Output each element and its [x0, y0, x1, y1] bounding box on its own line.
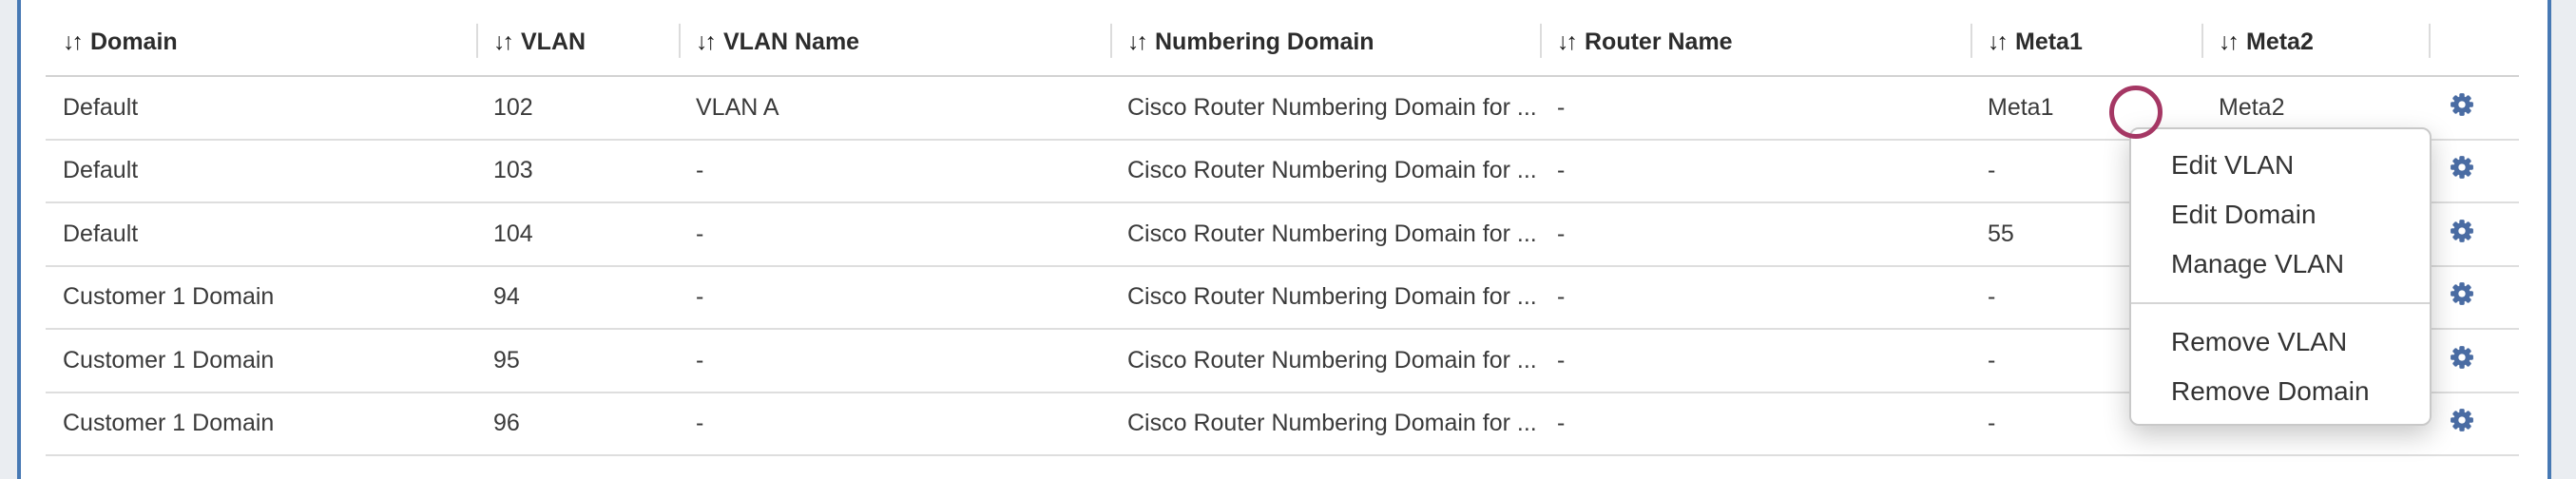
- column-label: VLAN: [521, 29, 586, 55]
- cell-vlan-name: -: [679, 202, 1110, 267]
- menu-divider: [2131, 302, 2430, 304]
- column-label: VLAN Name: [723, 29, 860, 55]
- sort-icon: ↓↑: [696, 29, 717, 55]
- sort-icon: ↓↑: [493, 29, 514, 55]
- gear-icon: [2451, 156, 2473, 180]
- cell-vlan: 104: [476, 202, 679, 267]
- column-header-domain[interactable]: ↓↑Domain: [46, 0, 476, 77]
- cell-numbering-domain: Cisco Router Numbering Domain for ...: [1110, 139, 1540, 203]
- row-actions-gear-button[interactable]: [2450, 408, 2474, 432]
- column-header-vlan[interactable]: ↓↑ VLAN: [476, 0, 679, 77]
- click-annotation-circle: [2109, 86, 2163, 139]
- column-label: Meta2: [2246, 29, 2314, 55]
- cell-vlan: 94: [476, 265, 679, 330]
- cell-numbering-domain: Cisco Router Numbering Domain for ...: [1110, 265, 1540, 330]
- table-row: Customer 1 Domain 96 - Cisco Router Numb…: [46, 392, 2519, 456]
- sort-icon: ↓↑: [1988, 29, 2009, 55]
- column-header-vlan-name[interactable]: ↓↑VLAN Name: [679, 0, 1110, 77]
- gear-icon: [2451, 92, 2473, 116]
- column-label: Router Name: [1585, 29, 1733, 55]
- gear-icon: [2451, 219, 2473, 242]
- cell-domain: Customer 1 Domain: [46, 265, 476, 330]
- row-actions-gear-button[interactable]: [2450, 281, 2474, 306]
- cell-router-name: -: [1540, 202, 1970, 267]
- sort-icon: ↓↑: [1127, 29, 1148, 55]
- sort-icon: ↓↑: [63, 29, 84, 55]
- column-header-numbering-domain[interactable]: ↓↑ Numbering Domain: [1110, 0, 1540, 77]
- column-label: Numbering Domain: [1155, 29, 1375, 55]
- column-header-meta2[interactable]: ↓↑Meta2: [2201, 0, 2429, 77]
- gear-icon: [2451, 409, 2473, 432]
- menu-item-manage-vlan[interactable]: Manage VLAN: [2171, 249, 2345, 278]
- cell-vlan: 96: [476, 392, 679, 456]
- cell-numbering-domain: Cisco Router Numbering Domain for ...: [1110, 392, 1540, 456]
- cell-vlan: 103: [476, 139, 679, 203]
- cell-domain: Customer 1 Domain: [46, 329, 476, 393]
- cell-numbering-domain: Cisco Router Numbering Domain for ...: [1110, 329, 1540, 393]
- cell-vlan-name: -: [679, 329, 1110, 393]
- sort-icon: ↓↑: [2219, 29, 2240, 55]
- gear-icon: [2451, 345, 2473, 369]
- sort-icon: ↓↑: [1557, 29, 1578, 55]
- cell-numbering-domain: Cisco Router Numbering Domain for ...: [1110, 202, 1540, 267]
- cell-vlan: 102: [476, 76, 679, 141]
- table-header-row: ↓↑Domain ↓↑VLAN ↓↑VLAN Name ↓↑Numbering …: [46, 0, 2519, 77]
- gear-icon: [2451, 282, 2473, 306]
- column-header-actions: [2429, 0, 2519, 77]
- row-actions-gear-button[interactable]: [2450, 345, 2474, 370]
- column-header-router-name[interactable]: ↓↑ Router Name: [1540, 0, 1970, 77]
- menu-item-remove-vlan[interactable]: Remove VLAN: [2171, 327, 2348, 356]
- column-label: Domain: [90, 29, 178, 55]
- cell-vlan-name: VLAN A: [679, 76, 1110, 141]
- cell-vlan-name: -: [679, 139, 1110, 203]
- row-actions-gear-button[interactable]: [2450, 92, 2474, 117]
- cell-router-name: -: [1540, 329, 1970, 393]
- cell-router-name: -: [1540, 76, 1970, 141]
- cell-domain: Default: [46, 202, 476, 267]
- row-actions-gear-button[interactable]: [2450, 219, 2474, 243]
- cell-router-name: -: [1540, 392, 1970, 456]
- row-context-menu: Edit VLAN Edit Domain Manage VLAN Remove…: [2129, 127, 2432, 426]
- column-header-meta1[interactable]: ↓↑Meta1: [1970, 0, 2201, 77]
- cell-router-name: -: [1540, 139, 1970, 203]
- cell-router-name: -: [1540, 265, 1970, 330]
- cell-domain: Customer 1 Domain: [46, 392, 476, 456]
- cell-vlan-name: -: [679, 265, 1110, 330]
- cell-vlan-name: -: [679, 392, 1110, 456]
- menu-item-remove-domain[interactable]: Remove Domain: [2171, 376, 2370, 406]
- cell-domain: Default: [46, 139, 476, 203]
- column-label: Meta1: [2015, 29, 2083, 55]
- cell-vlan: 95: [476, 329, 679, 393]
- cell-domain: Default: [46, 76, 476, 141]
- menu-item-edit-vlan[interactable]: Edit VLAN: [2171, 150, 2295, 180]
- table-row: Default 102 VLAN A Cisco Router Numberin…: [46, 76, 2519, 141]
- menu-item-edit-domain[interactable]: Edit Domain: [2171, 200, 2316, 229]
- cell-numbering-domain: Cisco Router Numbering Domain for ...: [1110, 76, 1540, 141]
- row-actions-gear-button[interactable]: [2450, 155, 2474, 180]
